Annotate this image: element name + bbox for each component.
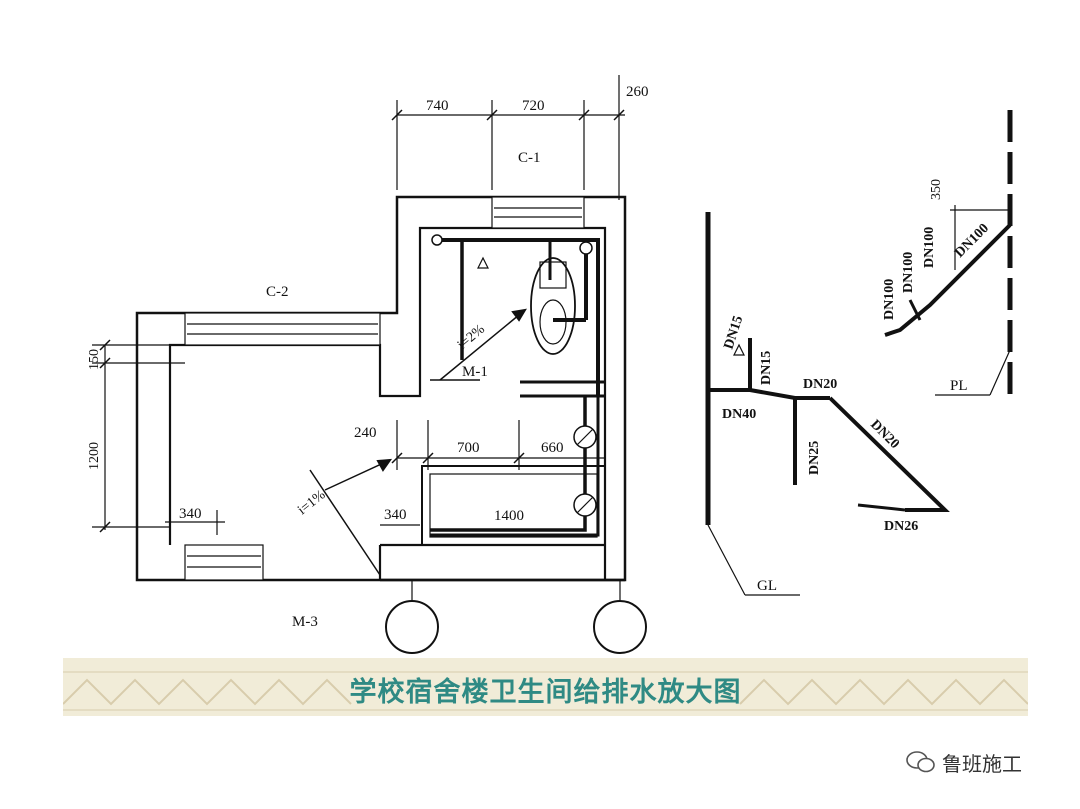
watermark: 鲁班施工 [906, 745, 1022, 779]
slope-1pct-label: i=1% [295, 487, 328, 518]
slope-2pct-label: i=2% [455, 322, 488, 353]
pipe-dn15-a: DN15 [722, 314, 747, 351]
dim-340-right: 340 [384, 507, 407, 523]
pipe-dn100-b: DN100 [901, 252, 916, 293]
dim-1200: 1200 [87, 442, 102, 470]
door-m3-label: M-3 [292, 614, 318, 630]
pipe-dn40: DN40 [722, 407, 756, 422]
banner-title: 学校宿舍楼卫生间给排水放大图 [349, 677, 742, 708]
dim-720: 720 [522, 98, 545, 114]
watermark-text: 鲁班施工 [942, 751, 1022, 776]
dim-1400: 1400 [494, 508, 524, 524]
pipe-dn15-b: DN15 [759, 351, 774, 385]
banner-pattern [63, 658, 1028, 716]
title-banner: 学校宿舍楼卫生间给排水放大图 [63, 658, 1028, 716]
pipe-dn25: DN25 [807, 441, 822, 475]
pipe-dn100-a: DN100 [882, 279, 897, 320]
pipe-dn100-d: DN100 [952, 221, 992, 261]
dim-740: 740 [426, 98, 449, 114]
chat-icon [906, 751, 935, 773]
dim-660: 660 [541, 440, 564, 456]
dim-150: 150 [87, 349, 102, 370]
drainage-axonometric [884, 110, 1013, 400]
riser-pl-label: PL [950, 378, 968, 394]
dim-240: 240 [354, 425, 377, 441]
door-m1-label: M-1 [462, 364, 488, 380]
dim-260: 260 [626, 84, 649, 100]
pipe-dn26: DN26 [884, 519, 918, 534]
pipe-dn20-a: DN20 [803, 377, 837, 392]
floor-plan [92, 75, 647, 654]
window-c1-label: C-1 [518, 150, 541, 166]
pipe-dn100-c: DN100 [922, 227, 937, 268]
window-c2-label: C-2 [266, 284, 289, 300]
dim-350: 350 [929, 179, 944, 200]
riser-gl-label: GL [757, 578, 777, 594]
water-supply-axonometric [705, 212, 950, 596]
dim-340-left: 340 [179, 506, 202, 522]
dim-700: 700 [457, 440, 480, 456]
pipe-dn20-b: DN20 [867, 417, 902, 452]
